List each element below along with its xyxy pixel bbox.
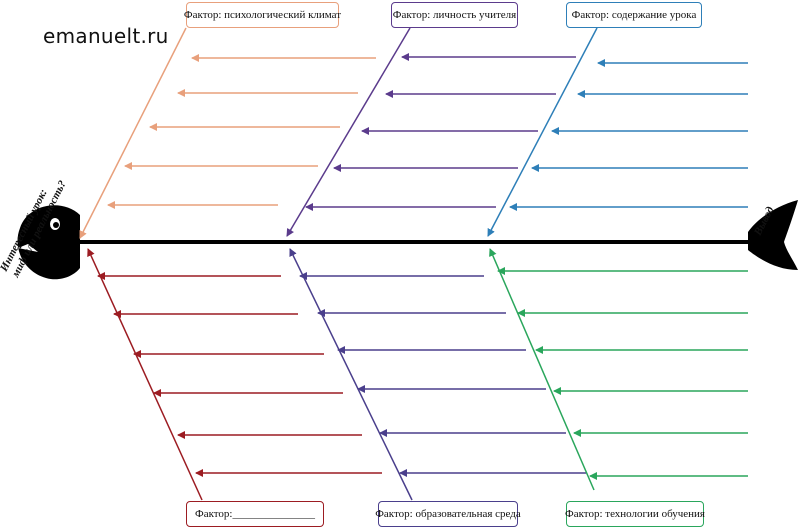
fish-mouth — [18, 244, 38, 252]
branch-bot-right — [489, 248, 748, 491]
branch-top-right — [487, 27, 748, 237]
factor-bot-mid: Фактор: образовательная среда — [375, 501, 521, 527]
fish-tail — [748, 200, 798, 270]
branch-bot-left — [87, 248, 382, 501]
branch-top-left — [79, 27, 376, 239]
branch-top-mid — [286, 27, 576, 237]
watermark: emanuelt.ru — [43, 24, 169, 48]
fish-head — [17, 205, 80, 280]
factor-bot-right: Фактор: технологии обучения — [565, 501, 705, 527]
factor-top-mid: Фактор: личность учителя — [391, 2, 518, 28]
factor-top-left: Фактор: психологический климат — [184, 2, 341, 28]
factor-top-right: Фактор: содержание урока — [566, 2, 702, 28]
branch-bot-mid — [289, 248, 586, 501]
factor-bot-left: Фактор:_______________ — [186, 501, 324, 527]
